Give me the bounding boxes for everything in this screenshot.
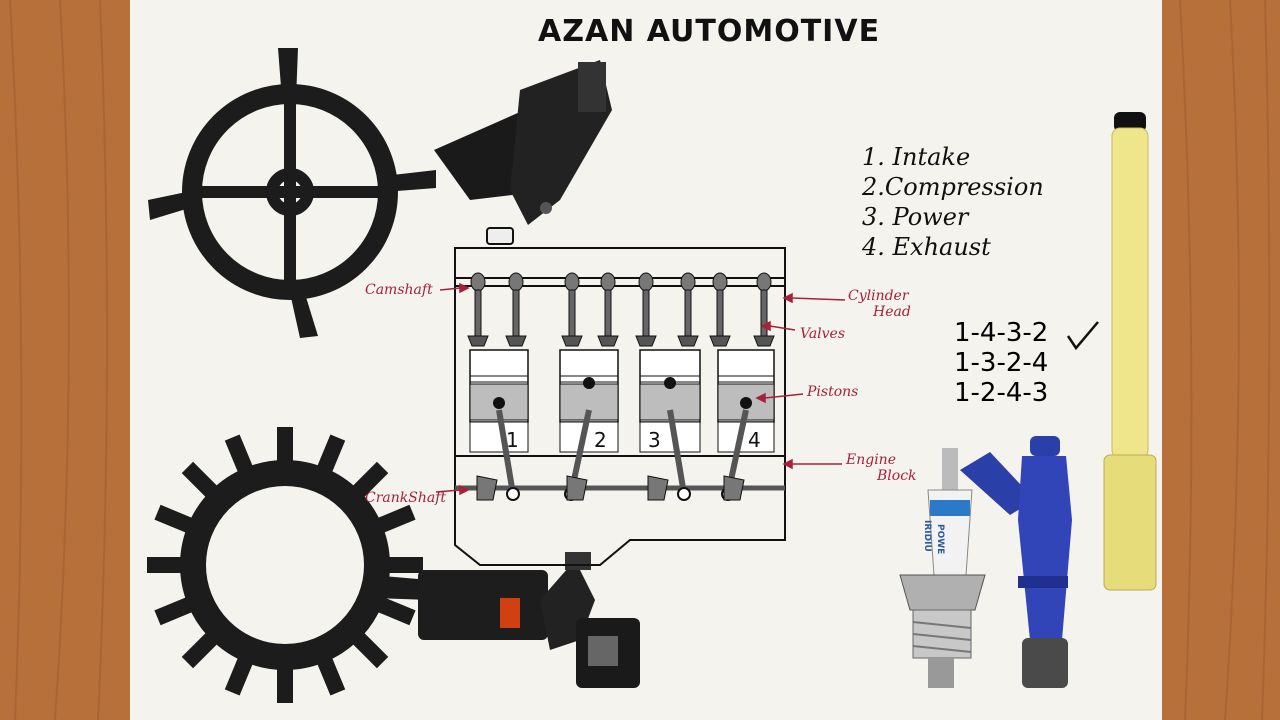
label-crankshaft: CrankShaft: [365, 490, 447, 506]
valve: [597, 272, 619, 347]
camshaft-reluctor-wheel: [148, 48, 436, 338]
crank-wheel-tooth: [224, 434, 255, 476]
valve: [561, 272, 583, 347]
stroke-item-power: 3. Power: [862, 203, 969, 231]
cylinder-number-1: 1: [506, 428, 519, 452]
crankshaft-position-sensor: [418, 552, 640, 688]
label-pistons: Pistons: [807, 384, 859, 400]
crank-wheel-tooth: [224, 654, 255, 696]
stroke-item-exhaust: 4. Exhaust: [862, 233, 991, 261]
stroke-item-intake: 1. Intake: [862, 143, 971, 171]
yellow-marker: [1103, 112, 1157, 591]
cylinder-number-3: 3: [648, 428, 661, 452]
crank-wheel-tooth: [350, 630, 389, 669]
label-valves: Valves: [800, 326, 846, 342]
valves: [467, 272, 775, 347]
fuel-injector: [960, 436, 1072, 688]
valve: [505, 272, 527, 347]
crank-wheel-tooth: [277, 665, 293, 703]
valve: [467, 272, 489, 347]
check-mark: [1066, 321, 1099, 351]
crank-wheel-tooth: [374, 595, 416, 626]
cylinder-number-4: 4: [748, 428, 761, 452]
label-head: Head: [873, 304, 911, 320]
crank-wheel-tooth: [315, 434, 346, 476]
label-cylinder: Cylinder: [848, 288, 909, 304]
crank-wheel-tooth: [350, 461, 389, 500]
piston: [639, 349, 701, 501]
wood-grain: [9, 0, 1271, 720]
label-engine: Engine: [846, 452, 896, 468]
piston: [559, 349, 619, 501]
valve: [753, 272, 775, 347]
pistons: [469, 349, 775, 501]
camshaft-position-sensor: [434, 60, 612, 225]
spark-plug: [899, 448, 986, 688]
valve: [709, 272, 731, 347]
spark-plug-text-2: POWE: [935, 524, 945, 555]
piston: [469, 349, 529, 501]
stroke-list: 1. Intake 2.Compression 3. Power 4. Exha…: [862, 142, 1044, 262]
cylinder-number-2: 2: [594, 428, 607, 452]
page-title: AZAN AUTOMOTIVE: [538, 14, 881, 49]
label-block: Block: [877, 468, 917, 484]
label-camshaft: Camshaft: [365, 282, 433, 298]
piston: [717, 349, 775, 501]
crank-wheel-tooth: [385, 557, 423, 573]
crank-wheel-tooth: [181, 461, 220, 500]
crank-wheel-tooth: [147, 557, 185, 573]
stroke-item-compression: 2.Compression: [862, 173, 1044, 201]
crankshaft-reluctor-wheel: [147, 427, 423, 703]
firing-order-2: 1-3-2-4: [954, 348, 1049, 378]
crank-wheel-tooth: [154, 504, 196, 535]
annotation-arrows: [435, 282, 846, 496]
firing-order-list: 1-4-3-2 1-3-2-4 1-2-4-3: [954, 318, 1048, 408]
valve: [635, 272, 657, 347]
crank-wheel-tooth: [277, 427, 293, 465]
crank-wheel-tooth: [154, 595, 196, 626]
firing-order-3: 1-2-4-3: [954, 378, 1049, 408]
crank-wheel-tooth: [315, 654, 346, 696]
valve: [677, 272, 699, 347]
crank-wheel-tooth: [374, 504, 416, 535]
crank-wheel-tooth: [181, 630, 220, 669]
crank-wheel-arm: [370, 575, 430, 600]
spark-plug-text-1: IRIDIU: [922, 520, 932, 552]
firing-order-1: 1-4-3-2: [954, 318, 1049, 348]
